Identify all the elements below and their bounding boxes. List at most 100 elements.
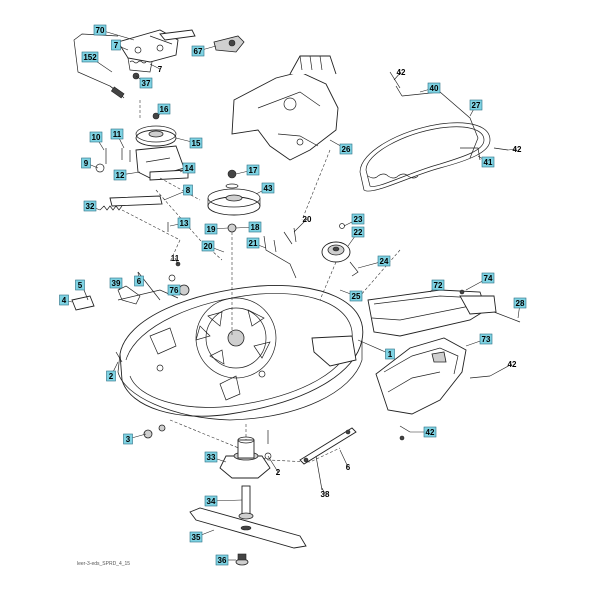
callout-box-33 bbox=[204, 451, 218, 463]
callout-label-2a: 2 bbox=[109, 372, 114, 381]
callout-box-19 bbox=[204, 223, 218, 235]
callout-label-20b: 20 bbox=[204, 242, 213, 251]
callout-box-6a bbox=[134, 275, 144, 287]
callout-7a: 7 bbox=[111, 39, 121, 51]
callout-box-2a bbox=[106, 370, 116, 382]
callout-label-13: 13 bbox=[180, 219, 189, 228]
callout-11a: 11 bbox=[110, 128, 124, 140]
spring-32 bbox=[99, 205, 123, 211]
callout-box-36 bbox=[215, 554, 229, 566]
callout-box-42d bbox=[423, 426, 437, 438]
callout-label-24: 24 bbox=[380, 257, 389, 266]
callout-box-73 bbox=[479, 333, 493, 345]
callout-14: 14 bbox=[182, 162, 196, 174]
callout-16: 16 bbox=[157, 103, 171, 115]
callout-43: 43 bbox=[261, 182, 275, 194]
callout-label-18: 18 bbox=[251, 223, 260, 232]
callout-box-28 bbox=[513, 297, 527, 309]
callout-box-27 bbox=[469, 99, 483, 111]
callout-label-9: 9 bbox=[84, 159, 89, 168]
callout-box-10 bbox=[89, 131, 103, 143]
callout-box-32 bbox=[83, 200, 97, 212]
callout-box-74 bbox=[481, 272, 495, 284]
callout-box-7a bbox=[111, 39, 121, 51]
callout-1: 1 bbox=[385, 348, 395, 360]
callout-box-39 bbox=[109, 277, 123, 289]
callout-box-72 bbox=[431, 279, 445, 291]
callout-label-42c: 42 bbox=[508, 360, 517, 369]
callout-label-3: 3 bbox=[126, 435, 131, 444]
callout-box-35 bbox=[189, 531, 203, 543]
callout-label-5: 5 bbox=[78, 281, 83, 290]
callout-label-76: 76 bbox=[170, 286, 179, 295]
callout-label-1: 1 bbox=[388, 350, 393, 359]
callout-box-152 bbox=[81, 51, 99, 63]
callout-label-70: 70 bbox=[96, 26, 105, 35]
callout-box-3 bbox=[123, 433, 133, 445]
callout-42a: 42 bbox=[397, 68, 406, 77]
callout-32: 32 bbox=[83, 200, 97, 212]
callout-box-37 bbox=[139, 77, 153, 89]
callout-box-14 bbox=[182, 162, 196, 174]
callout-label-42a: 42 bbox=[397, 68, 406, 77]
callout-76: 76 bbox=[167, 284, 181, 296]
callout-label-27: 27 bbox=[472, 101, 481, 110]
callout-box-24 bbox=[377, 255, 391, 267]
callout-box-8 bbox=[183, 184, 193, 196]
callout-box-4 bbox=[59, 294, 69, 306]
callout-73: 73 bbox=[479, 333, 493, 345]
callout-74: 74 bbox=[481, 272, 495, 284]
callout-box-20b bbox=[201, 240, 215, 252]
callout-box-16 bbox=[157, 103, 171, 115]
callout-36: 36 bbox=[215, 554, 229, 566]
deflector-rod bbox=[299, 427, 357, 491]
callout-label-15: 15 bbox=[192, 139, 201, 148]
callout-box-13 bbox=[177, 217, 191, 229]
callout-box-70 bbox=[93, 24, 107, 36]
callout-22: 22 bbox=[351, 226, 365, 238]
callout-box-22 bbox=[351, 226, 365, 238]
callout-label-32: 32 bbox=[86, 202, 95, 211]
callout-label-72: 72 bbox=[434, 281, 443, 290]
callout-box-25 bbox=[349, 290, 363, 302]
callout-box-21 bbox=[246, 237, 260, 249]
callout-label-42d: 42 bbox=[426, 428, 435, 437]
callout-box-11a bbox=[110, 128, 124, 140]
callout-label-38: 38 bbox=[321, 490, 330, 499]
callout-label-42b: 42 bbox=[513, 145, 522, 154]
callout-10: 10 bbox=[89, 131, 103, 143]
callout-label-22: 22 bbox=[354, 228, 363, 237]
callout-label-21: 21 bbox=[249, 239, 258, 248]
callout-label-43: 43 bbox=[264, 184, 273, 193]
callout-38: 38 bbox=[321, 490, 330, 499]
callout-label-11b: 11 bbox=[171, 254, 180, 263]
callout-label-8: 8 bbox=[186, 186, 191, 195]
callout-leader-20a bbox=[293, 218, 308, 233]
callout-42c: 42 bbox=[508, 360, 517, 369]
discharge-chute bbox=[367, 289, 521, 415]
callout-box-26 bbox=[339, 143, 353, 155]
callout-25: 25 bbox=[349, 290, 363, 302]
callout-box-43 bbox=[261, 182, 275, 194]
callout-box-1 bbox=[385, 348, 395, 360]
callout-39: 39 bbox=[109, 277, 123, 289]
spindle-blade-assembly bbox=[189, 430, 307, 566]
callout-11b: 11 bbox=[171, 254, 180, 263]
callout-70: 70 bbox=[93, 24, 107, 36]
lift-bracket-assembly bbox=[117, 29, 245, 73]
callout-label-20a: 20 bbox=[303, 215, 312, 224]
callout-67: 67 bbox=[191, 45, 205, 57]
callout-18: 18 bbox=[248, 221, 262, 233]
callout-12: 12 bbox=[113, 169, 127, 181]
callout-box-23 bbox=[351, 213, 365, 225]
callout-label-74: 74 bbox=[484, 274, 493, 283]
callout-box-12 bbox=[113, 169, 127, 181]
idler-pulley-assembly bbox=[109, 112, 189, 207]
callout-label-33: 33 bbox=[207, 453, 216, 462]
callout-3: 3 bbox=[123, 433, 133, 445]
callout-20b: 20 bbox=[201, 240, 215, 252]
callout-20a: 20 bbox=[303, 215, 312, 224]
callout-33: 33 bbox=[204, 451, 218, 463]
drive-belt bbox=[359, 85, 491, 192]
callout-leader-2b bbox=[267, 455, 279, 473]
